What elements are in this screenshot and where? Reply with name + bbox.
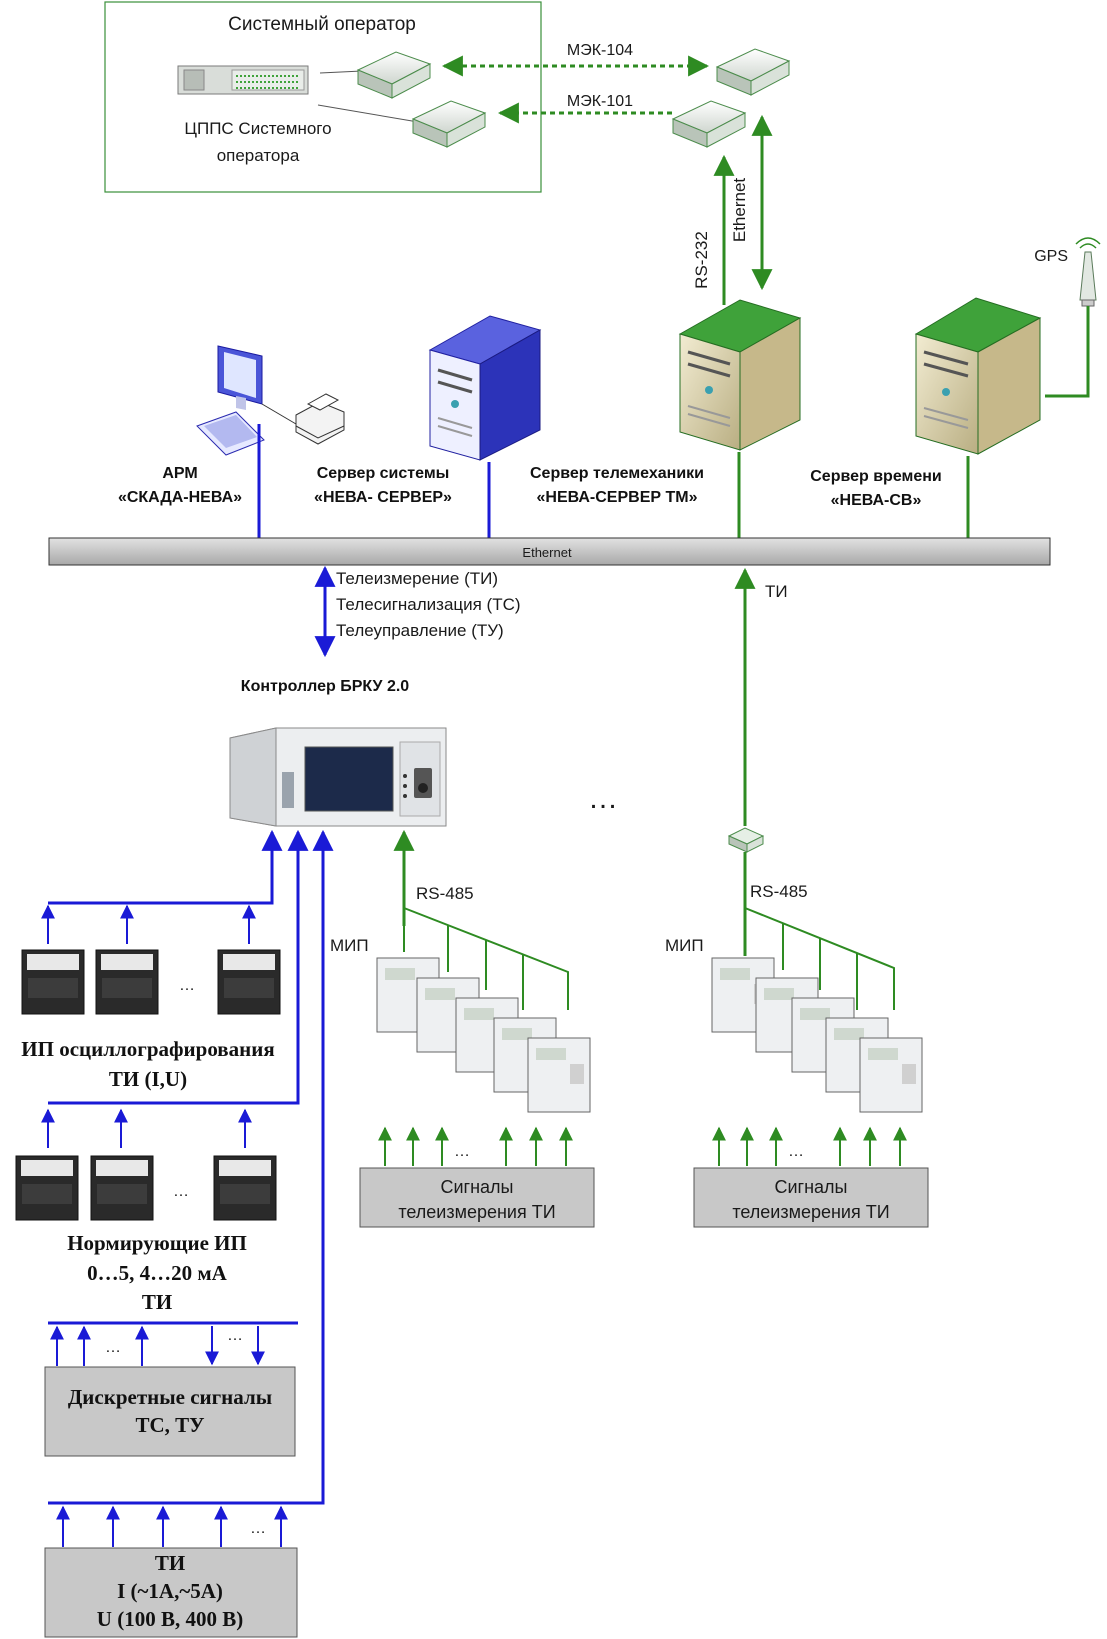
gps-antenna-icon: [1075, 237, 1101, 307]
sys-server-label-line2: «НЕВА- СЕРВЕР»: [314, 489, 452, 506]
mip-left-signals-box: [359, 1167, 595, 1228]
mip-left-rs485: RS-485: [416, 884, 474, 903]
ts-label: Телесигнализация (ТС): [336, 595, 521, 614]
normalizing-arrows: [41, 1108, 252, 1148]
mip-right-rs485: RS-485: [750, 882, 808, 901]
tu-label: Телеуправление (ТУ): [336, 621, 504, 640]
mip-device-icon: [527, 1037, 591, 1113]
discrete-dots-left: …: [105, 1339, 121, 1356]
normalizing-label-line3: ТИ: [142, 1290, 172, 1314]
workstation-icon: [196, 345, 345, 456]
time-server-label-line1: Сервер времени: [810, 468, 942, 485]
mip-right-box-line2: телеизмерения ТИ: [732, 1202, 889, 1222]
discrete-dots-right: …: [227, 1327, 243, 1344]
arm-label-line1: АРМ: [162, 465, 197, 482]
controller-title: Контроллер БРКУ 2.0: [241, 678, 410, 695]
meter-device-icon: [21, 949, 85, 1015]
modem-icon: [715, 48, 791, 96]
mek101-label: МЭК-101: [567, 93, 633, 110]
ti-iu-label-line2: I (~1А,~5А): [117, 1579, 223, 1603]
mip-device-icon: [859, 1037, 923, 1113]
controller-icon: [229, 727, 447, 827]
discrete-label-line1: Дискретные сигналы: [68, 1385, 272, 1409]
mip-left-arrows: [378, 1126, 573, 1166]
ti-iu-box: [44, 1547, 298, 1638]
mip-right-signals-box: [693, 1167, 929, 1228]
ti-iu-arrows: [56, 1505, 288, 1547]
oscillography-label-line2: ТИ (I,U): [109, 1067, 187, 1091]
tm-server-label-line1: Сервер телемеханики: [530, 465, 704, 482]
normalizing-dots: …: [173, 1183, 189, 1200]
ethernet-vertical-label: Ethernet: [730, 178, 749, 243]
modem-icon: [671, 100, 747, 148]
discrete-signals-box: [44, 1366, 296, 1457]
oscillography-label-line1: ИП осциллографирования: [21, 1037, 274, 1061]
discrete-label-line2: ТС, ТУ: [135, 1413, 204, 1437]
normalizing-label-line1: Нормирующие ИП: [67, 1231, 247, 1255]
normalizing-label-line2: 0…5, 4…20 мА: [87, 1261, 228, 1285]
mip-right-dots: …: [788, 1143, 804, 1160]
system-operator-frame: [104, 1, 542, 193]
tm-server-label-line2: «НЕВА-СЕРВЕР ТМ»: [536, 489, 697, 506]
discrete-arrows: [50, 1325, 265, 1366]
rs232-label: RS-232: [692, 231, 711, 289]
middle-ellipsis: …: [588, 782, 618, 815]
right-ti-label: ТИ: [765, 582, 788, 601]
gps-label: GPS: [1034, 248, 1068, 265]
left-stack-links: [48, 836, 325, 1505]
rs485-converter-icon: [727, 827, 765, 853]
ti-iu-dots: …: [250, 1520, 266, 1537]
meter-device-icon: [15, 1155, 79, 1221]
modem-icon: [356, 51, 432, 99]
mip-left-devices: [376, 957, 591, 1113]
ethernet-bus: [48, 537, 1051, 566]
modem-icon: [411, 100, 487, 148]
mip-right-box-line1: Сигналы: [774, 1177, 847, 1197]
meter-device-icon: [90, 1155, 154, 1221]
arm-label-line2: «СКАДА-НЕВА»: [118, 489, 242, 506]
system-operator-title: Системный оператор: [228, 14, 416, 35]
sys-server-label-line1: Сервер системы: [317, 465, 450, 482]
ti-iu-label-line3: U (100 В, 400 В): [97, 1607, 243, 1631]
mip-right-bus: [744, 907, 895, 1010]
mip-left-box-line2: телеизмерения ТИ: [398, 1202, 555, 1222]
time-server-label-line2: «НЕВА-СВ»: [831, 492, 922, 509]
telemechanics-server-icon: [678, 299, 802, 451]
oscillography-dots: …: [179, 977, 195, 994]
ti-iu-label-line1: ТИ: [155, 1551, 185, 1575]
time-server-icon: [914, 297, 1042, 455]
cpps-label-line1: ЦППС Системного: [184, 119, 331, 138]
meter-device-icon: [217, 949, 281, 1015]
system-operator-group: Системный оператор ЦППС Системного опера…: [104, 1, 542, 193]
mip-right-label: МИП: [665, 936, 704, 955]
mip-left-dots: …: [454, 1143, 470, 1160]
mip-right-arrows: [712, 1126, 907, 1166]
cpps-rack-icon: [177, 65, 309, 95]
ti-label: Телеизмерение (ТИ): [336, 569, 498, 588]
cpps-label-line2: оператора: [217, 146, 300, 165]
ethernet-bus-label: Ethernet: [522, 545, 572, 560]
mip-left-label: МИП: [330, 936, 369, 955]
meter-device-icon: [213, 1155, 277, 1221]
system-server-icon: [428, 315, 542, 461]
mip-left-box-line1: Сигналы: [440, 1177, 513, 1197]
meter-device-icon: [95, 949, 159, 1015]
mip-left-bus: [403, 907, 569, 1010]
mek104-label: МЭК-104: [567, 42, 633, 59]
oscillography-arrows: [41, 904, 256, 944]
mip-right-devices: [711, 957, 923, 1113]
gps-link: [1045, 306, 1090, 398]
